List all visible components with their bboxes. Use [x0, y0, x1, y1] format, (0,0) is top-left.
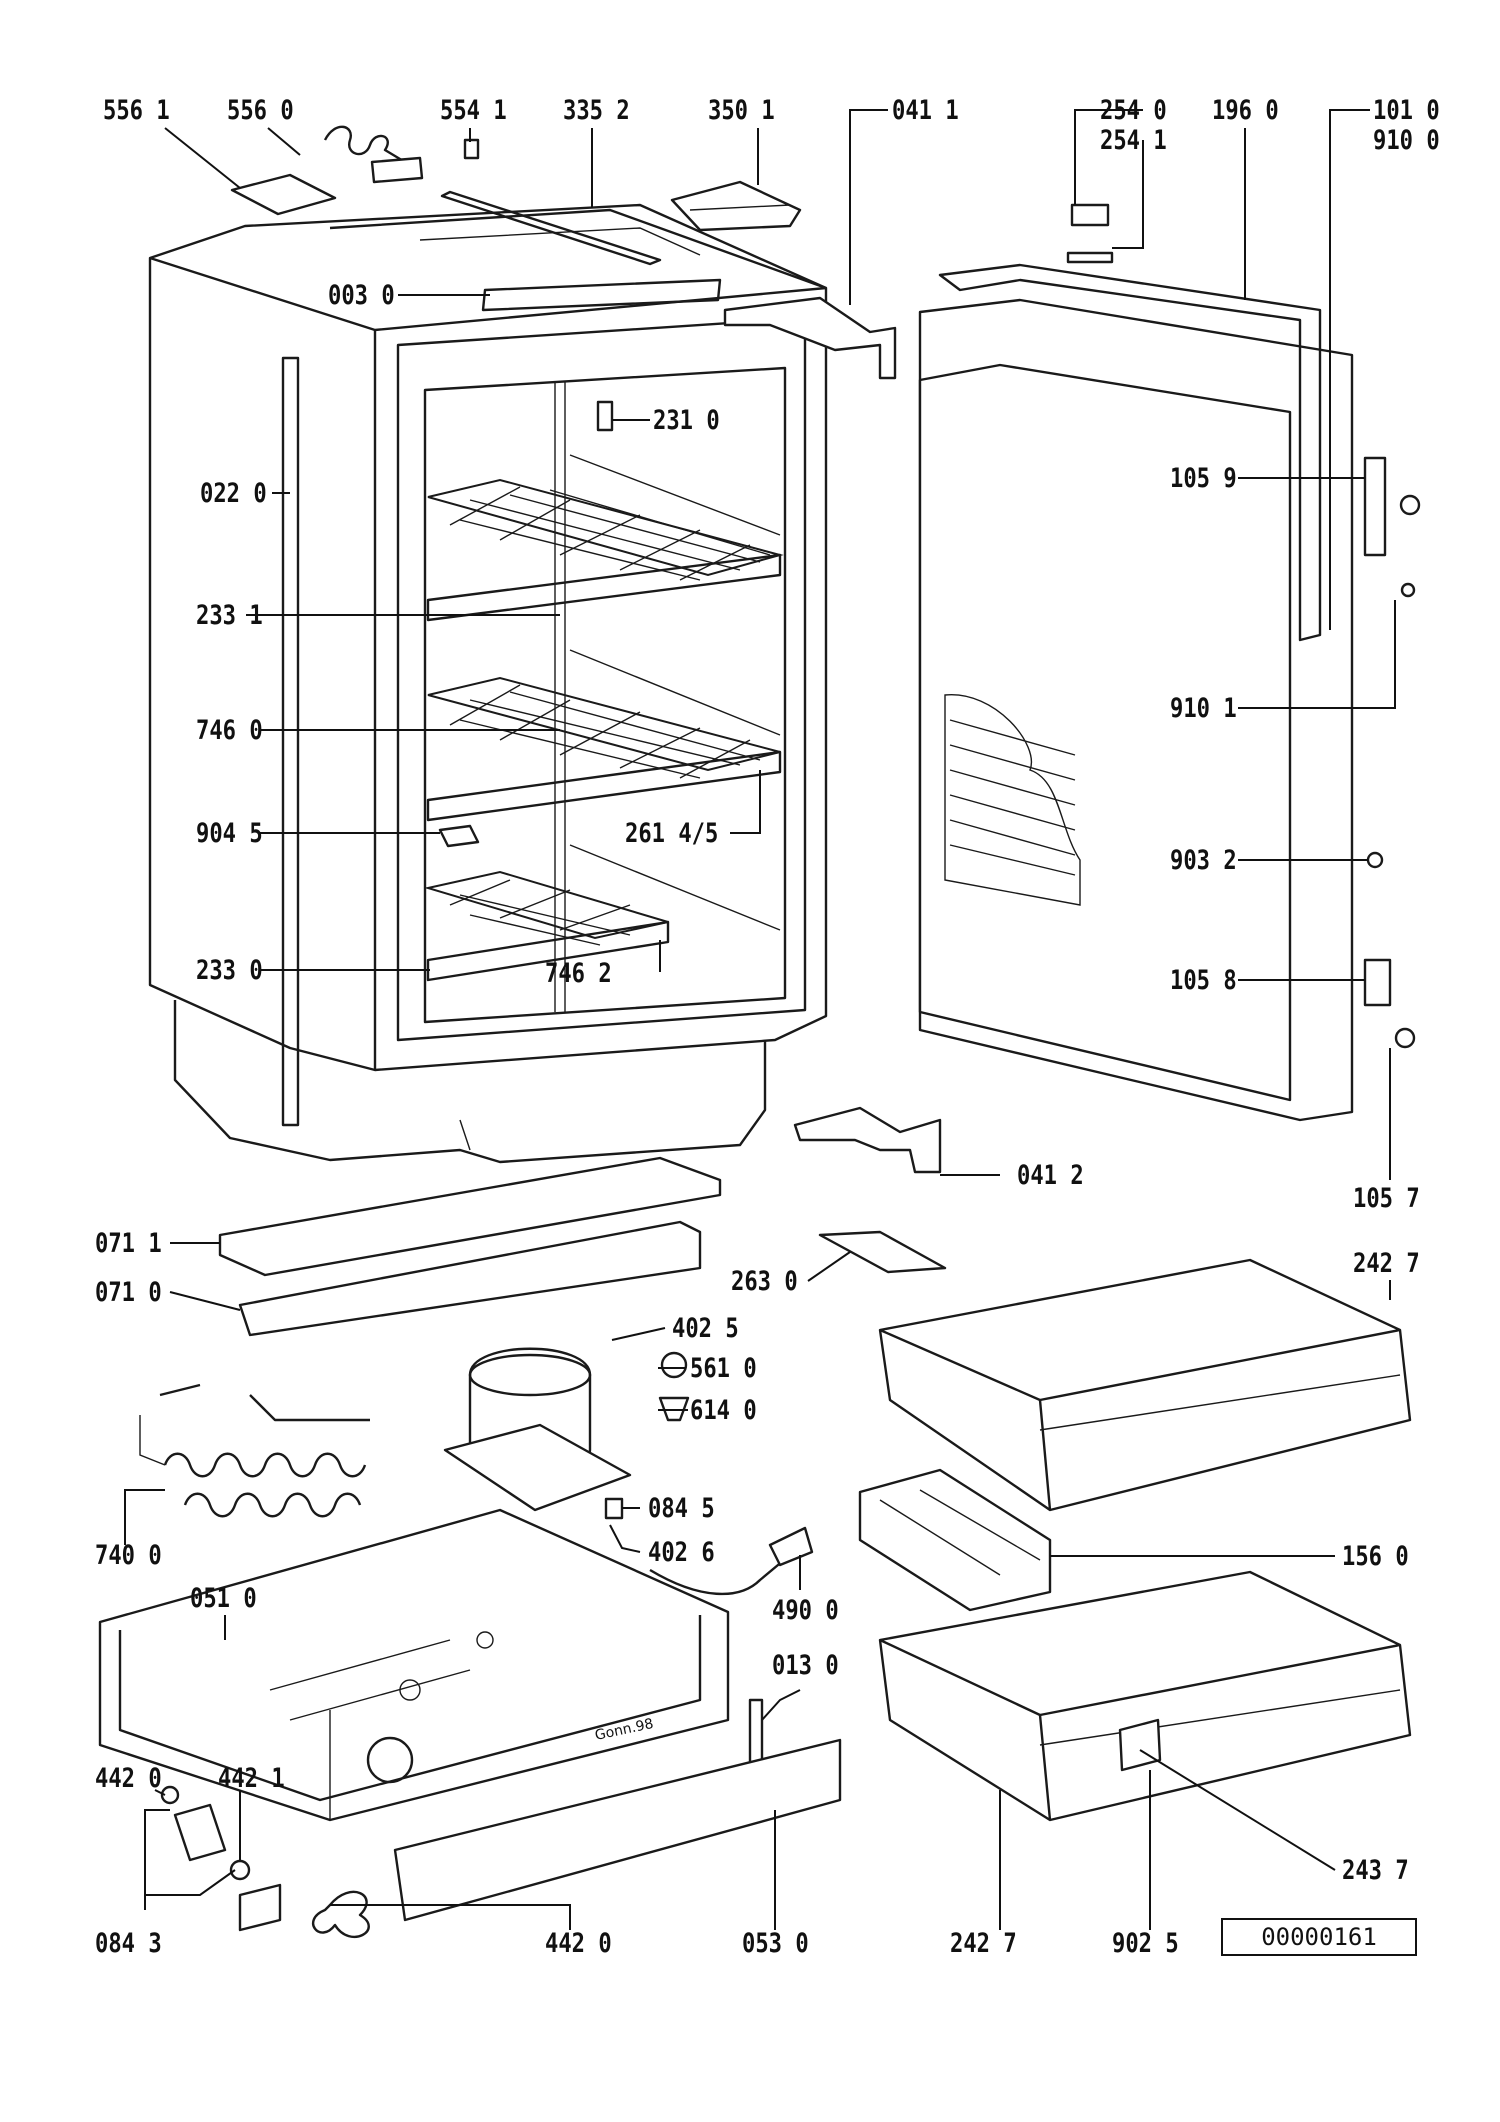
- label-041-2: 041 2: [1017, 1160, 1084, 1191]
- drawer-lower: [878, 1570, 1412, 1822]
- rail-0711: [218, 1156, 722, 1277]
- label-243-7: 243 7: [1342, 1855, 1409, 1886]
- label-156-0: 156 0: [1342, 1541, 1409, 1572]
- base-tray-0510: [98, 1508, 730, 1822]
- rail-0710: [238, 1220, 702, 1337]
- label-084-5: 084 5: [648, 1493, 715, 1524]
- screw-9100: [1399, 494, 1421, 516]
- clip-2437: [1118, 1718, 1162, 1772]
- washer-9032: [1366, 851, 1384, 869]
- wire-shelf-upper: [426, 478, 784, 622]
- label-902-5: 902 5: [1112, 1928, 1179, 1959]
- condenser-coil-7400: [139, 1383, 370, 1518]
- label-614-0: 614 0: [690, 1395, 757, 1426]
- document-number-box: 00000161: [1221, 1918, 1417, 1956]
- label-013-0: 013 0: [772, 1650, 839, 1681]
- label-022-0: 022 0: [200, 478, 267, 509]
- label-105-7: 105 7: [1353, 1183, 1420, 1214]
- plate-2630: [818, 1230, 947, 1274]
- fan-motor: [173, 1803, 227, 1862]
- label-556-1: 556 1: [103, 95, 170, 126]
- label-746-0: 746 0: [196, 715, 263, 746]
- label-442-0-left: 442 0: [95, 1763, 162, 1794]
- label-101-0: 101 0: [1373, 95, 1440, 126]
- label-335-2: 335 2: [563, 95, 630, 126]
- screw-9101: [1400, 582, 1416, 598]
- label-903-2: 903 2: [1170, 845, 1237, 876]
- label-231-0: 231 0: [653, 405, 720, 436]
- label-746-2: 746 2: [545, 958, 612, 989]
- label-233-0: 233 0: [196, 955, 263, 986]
- drawer-upper: [878, 1258, 1412, 1512]
- label-105-9: 105 9: [1170, 463, 1237, 494]
- compressor: [443, 1347, 690, 1520]
- label-402-6: 402 6: [648, 1537, 715, 1568]
- light-3501: [670, 180, 802, 232]
- label-196-0: 196 0: [1212, 95, 1279, 126]
- label-003-0: 003 0: [328, 280, 395, 311]
- clip-9045: [438, 824, 480, 848]
- hinge-lower: [793, 1106, 942, 1174]
- label-261-4-5: 261 4/5: [625, 818, 719, 849]
- label-041-1: 041 1: [892, 95, 959, 126]
- thermostat-cover: [230, 173, 337, 216]
- power-cord: [649, 1554, 791, 1596]
- thermostat-coil: [323, 125, 406, 164]
- label-254-1: 254 1: [1100, 125, 1167, 156]
- wire-shelf-middle: [426, 676, 782, 822]
- screw-1057: [1394, 1027, 1416, 1049]
- wire-shelf-lower: [424, 870, 670, 982]
- leader-lines: [124, 109, 1396, 1930]
- label-556-0: 556 0: [227, 95, 294, 126]
- screw-0130: [748, 1698, 764, 1767]
- clip-5541: [463, 138, 480, 160]
- cabinet-body: [148, 203, 828, 1164]
- door: [918, 203, 1421, 1122]
- bracket-1058: [1363, 958, 1392, 1007]
- label-561-0: 561 0: [690, 1353, 757, 1384]
- label-904-5: 904 5: [196, 818, 263, 849]
- label-490-0: 490 0: [772, 1595, 839, 1626]
- kick-plate-0530: [393, 1738, 842, 1922]
- label-084-3: 084 3: [95, 1928, 162, 1959]
- label-442-1: 442 1: [218, 1763, 285, 1794]
- label-910-0: 910 0: [1373, 125, 1440, 156]
- label-233-1: 233 1: [196, 600, 263, 631]
- label-263-0: 263 0: [731, 1266, 798, 1297]
- relay-5610: [660, 1351, 688, 1379]
- label-350-1: 350 1: [708, 95, 775, 126]
- label-053-0: 053 0: [742, 1928, 809, 1959]
- label-910-1: 910 1: [1170, 693, 1237, 724]
- bracket-231: [596, 400, 614, 432]
- label-554-1: 554 1: [440, 95, 507, 126]
- label-071-0: 071 0: [95, 1277, 162, 1308]
- label-242-7-lower: 242 7: [950, 1928, 1017, 1959]
- label-071-1: 071 1: [95, 1228, 162, 1259]
- label-254-0: 254 0: [1100, 95, 1167, 126]
- hinge-pin-1059: [1363, 456, 1387, 557]
- label-402-5: 402 5: [672, 1313, 739, 1344]
- ice-tray-1560: [858, 1468, 1052, 1612]
- label-242-7-upper: 242 7: [1353, 1248, 1420, 1279]
- fan-blade: [312, 1890, 370, 1938]
- handle-2540: [1070, 203, 1110, 227]
- label-442-0-bottom: 442 0: [545, 1928, 612, 1959]
- label-051-0: 051 0: [190, 1583, 257, 1614]
- document-number: 00000161: [1261, 1923, 1377, 1951]
- grommet-0845: [604, 1497, 624, 1520]
- rod-3352: [440, 190, 662, 266]
- strip-0030: [481, 278, 722, 312]
- label-105-8: 105 8: [1170, 965, 1237, 996]
- top-parts: [230, 125, 802, 312]
- hinge-upper: [723, 296, 897, 380]
- door-gasket: [938, 263, 1322, 642]
- label-740-0: 740 0: [95, 1540, 162, 1571]
